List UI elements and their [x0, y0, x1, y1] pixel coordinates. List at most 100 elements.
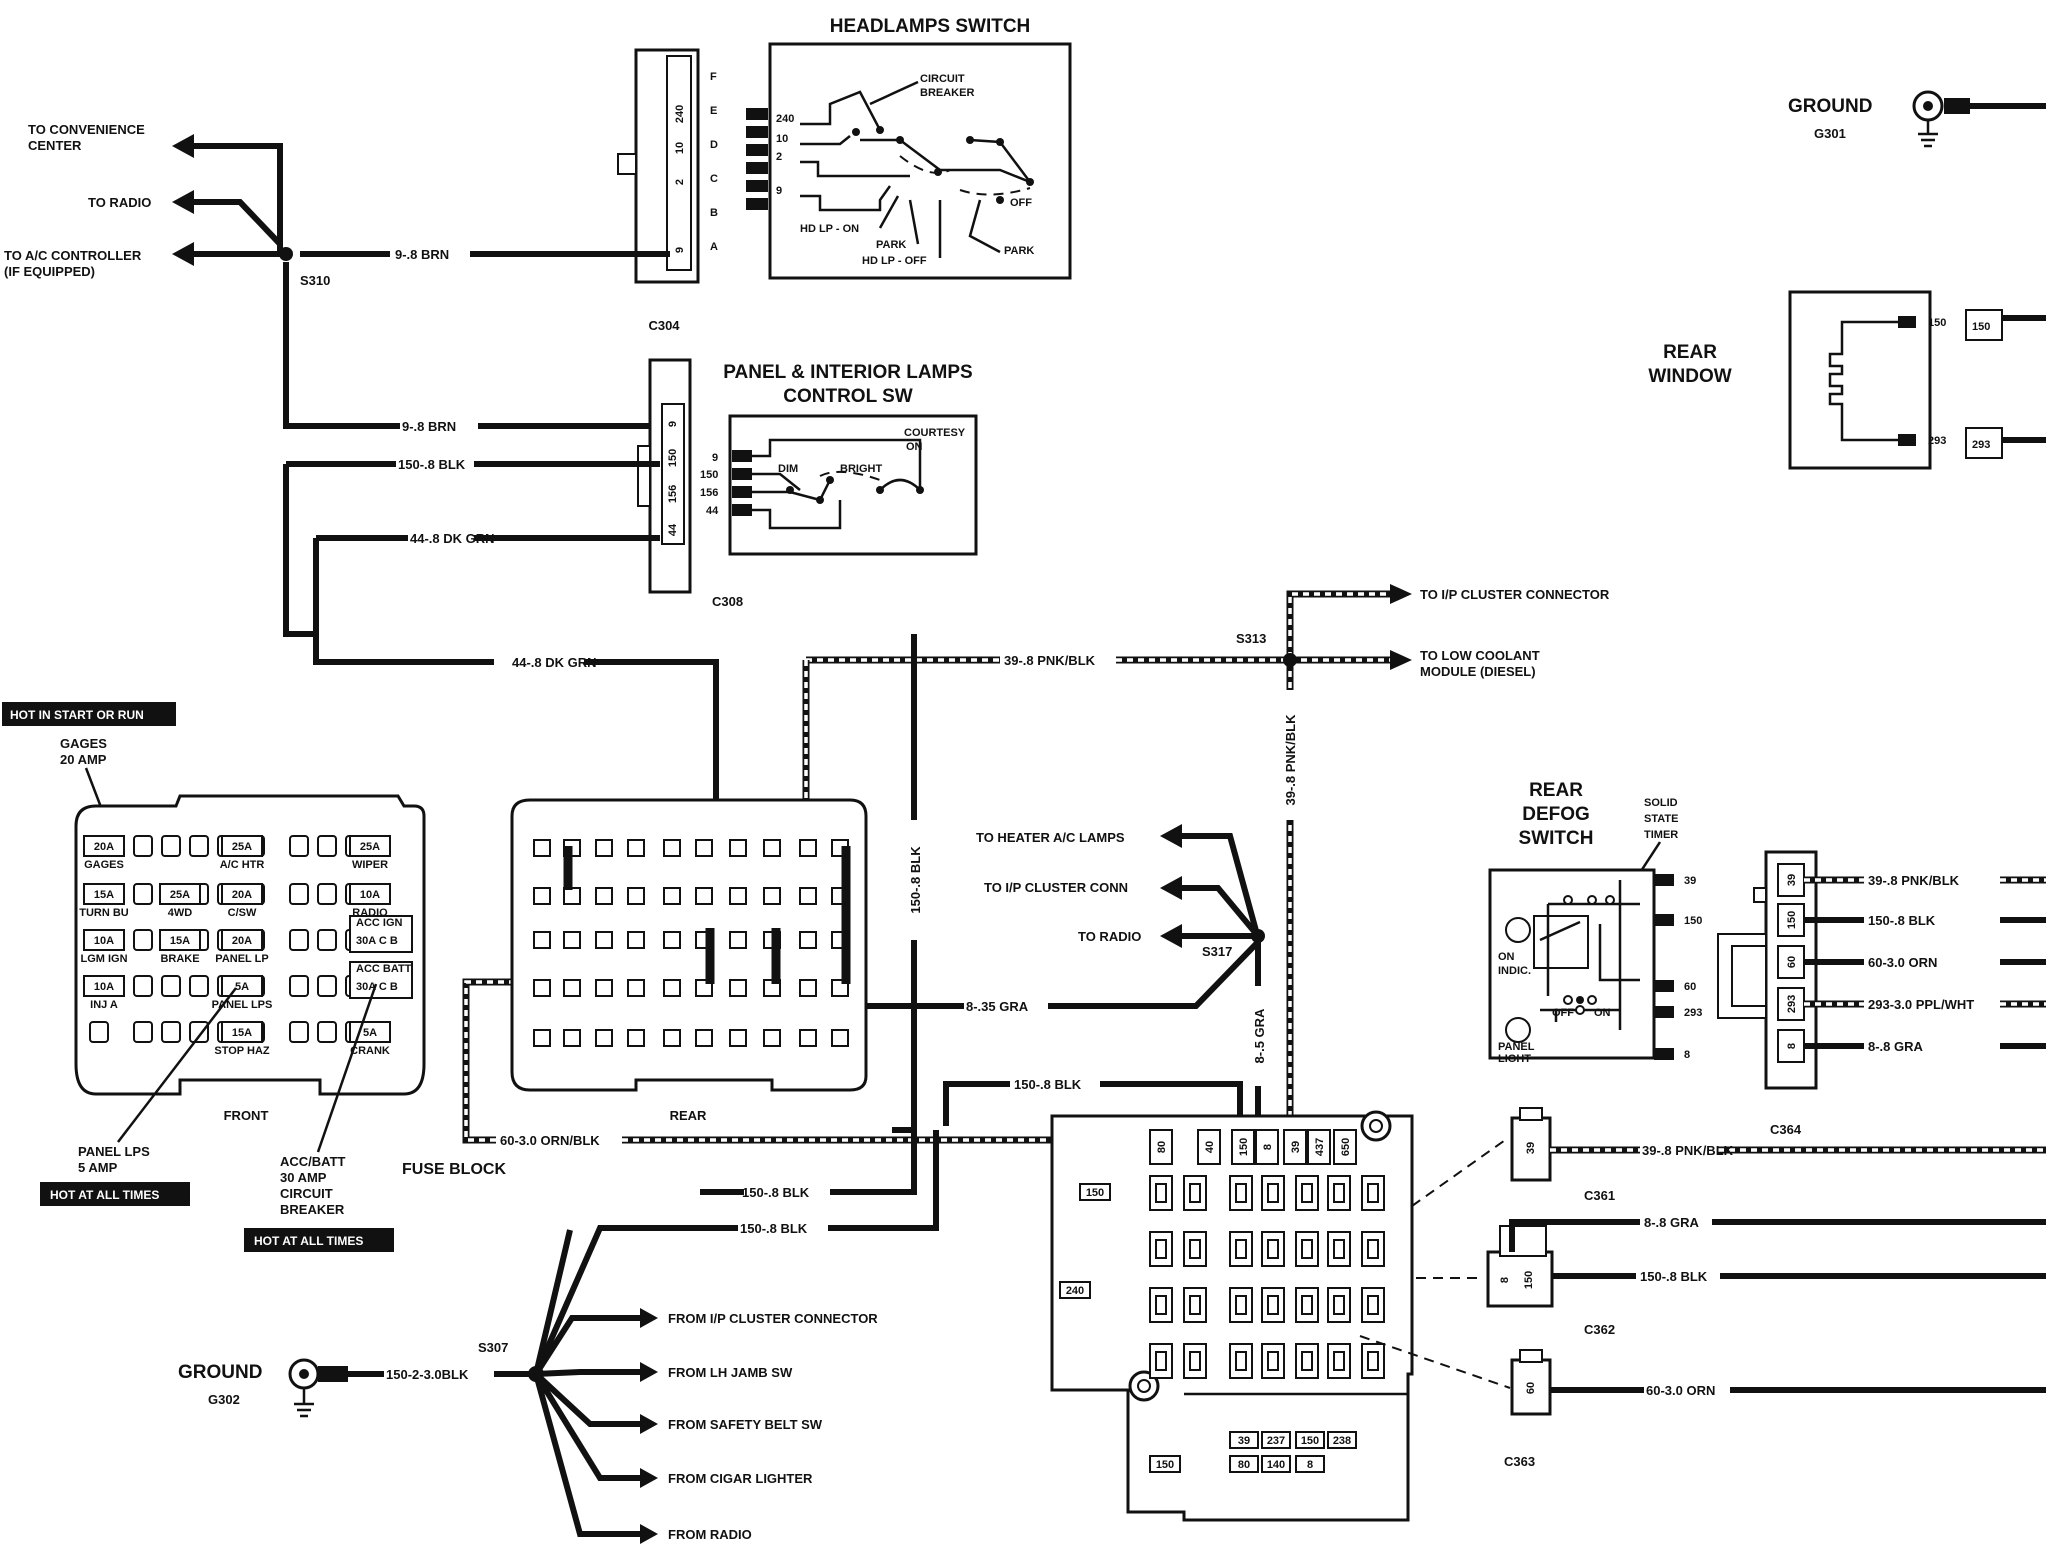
block-top-pin	[1333, 1129, 1357, 1165]
wire-44-dkgrn-a: 44-.8 DK GRN	[410, 531, 495, 546]
rear-window: REAR WINDOW 150 293 150 293	[1648, 290, 2046, 470]
cavity-label: E	[710, 105, 717, 117]
fuse-slot	[317, 835, 337, 857]
fuse-rating: 5A	[363, 1027, 377, 1039]
rear-cavity	[799, 979, 817, 997]
fuse-slot	[133, 1021, 153, 1043]
c364-pin-label: 60	[1786, 956, 1798, 968]
rear-defog-label-2: DEFOG	[1522, 804, 1590, 825]
fuse-name: PANEL LP	[215, 953, 268, 965]
wire-39-pnkblk-a: 39-.8 PNK/BLK	[1004, 653, 1096, 668]
front-label: FRONT	[224, 1108, 269, 1123]
c364-pin-label: 293	[1786, 995, 1798, 1013]
rear-window-conn-150-label: 150	[1972, 321, 1990, 333]
defog-pin	[1654, 980, 1674, 992]
fuse-slot	[317, 1021, 337, 1043]
rear-cavity	[695, 1029, 713, 1047]
hd-lp-on-label: HD LP - ON	[800, 223, 859, 235]
s310-label: S310	[300, 273, 330, 288]
rear-cavity	[831, 1029, 849, 1047]
fuse-name: CRANK	[350, 1045, 390, 1057]
block-bottom-pin	[1229, 1431, 1259, 1449]
rear-cavity	[663, 839, 681, 857]
s317-label: S317	[1202, 944, 1232, 959]
fuse-slot	[289, 835, 309, 857]
rear-cavity	[799, 887, 817, 905]
rear-cavity	[663, 979, 681, 997]
rear-cavity	[663, 1029, 681, 1047]
c364-pin	[1777, 863, 1805, 897]
rear-label: REAR	[670, 1108, 707, 1123]
block-slot-inner	[1267, 1239, 1279, 1259]
fuse-rating: 15A	[232, 1027, 252, 1039]
park-label-2: PARK	[1004, 245, 1034, 257]
block-top-pin-label: 437	[1314, 1138, 1326, 1156]
fuse-block-title: FUSE BLOCK	[402, 1161, 506, 1178]
ground-g301-label: GROUND	[1788, 96, 1872, 117]
panel-light-label-2: LIGHT	[1498, 1053, 1531, 1065]
fuse-slot	[133, 929, 153, 951]
s313-splice	[1283, 653, 1297, 667]
to-convenience-label: TO CONVENIENCE	[28, 122, 145, 137]
fuse-name: STOP HAZ	[214, 1045, 269, 1057]
rear-window-label-2: WINDOW	[1648, 366, 1731, 387]
rear-cavity	[763, 887, 781, 905]
block-top-pin-label: 150	[1238, 1138, 1250, 1156]
c308-pin-150: 150	[667, 449, 679, 467]
c364-wire-label: 60-3.0 ORN	[1868, 955, 1937, 970]
fuse-rating: 5A	[235, 981, 249, 993]
ground-g302-id: G302	[208, 1392, 240, 1407]
c364-wire-label: 293-3.0 PPL/WHT	[1868, 997, 1974, 1012]
from-lh-jamb-label: FROM LH JAMB SW	[668, 1365, 793, 1380]
dim-label: DIM	[778, 463, 798, 475]
fuse-cell	[349, 835, 391, 857]
wire-60-orn-c363: 60-3.0 ORN	[1646, 1383, 1715, 1398]
c308-label: C308	[712, 594, 743, 609]
rear-cavity	[663, 931, 681, 949]
c308-pin-156: 156	[667, 485, 679, 503]
block-slot-inner	[1155, 1239, 1167, 1259]
block-slot-inner	[1189, 1239, 1201, 1259]
fuse-slot	[289, 975, 309, 997]
fuse-cell	[83, 883, 125, 905]
rear-window-pin-150: 150	[1928, 317, 1946, 329]
block-top-pin-label: 39	[1290, 1141, 1302, 1153]
c364-wire-label: 39-.8 PNK/BLK	[1868, 873, 1960, 888]
timer-label-3: TIMER	[1644, 829, 1678, 841]
s310-group: TO CONVENIENCE CENTER TO RADIO TO A/C CO…	[4, 122, 670, 434]
arrow-ip-cluster-conn	[1160, 876, 1182, 900]
block-left-pin-label: 150	[1086, 1187, 1104, 1199]
rear-cavity	[729, 1029, 747, 1047]
headlamps-switch: HEADLAMPS SWITCH F E D C B A 240 10 2 9 …	[617, 16, 1072, 333]
arrow-low-coolant	[1390, 650, 1412, 670]
fuse-name: A/C HTR	[220, 859, 265, 871]
block-bottom-pin	[1229, 1455, 1259, 1473]
c308-pin-44: 44	[667, 523, 679, 536]
bright-label: BRIGHT	[840, 463, 882, 475]
block-slot-inner	[1333, 1239, 1345, 1259]
rear-cavity	[563, 887, 581, 905]
c364-pin-label: 8	[1786, 1043, 1798, 1049]
acc-ign-label: ACC IGN	[356, 917, 403, 929]
block-slot-inner	[1155, 1351, 1167, 1371]
rear-cavity	[533, 1029, 551, 1047]
block-bottom-pin-label: 80	[1238, 1459, 1250, 1471]
fuse-slot	[317, 883, 337, 905]
arrow-heater	[1160, 824, 1182, 848]
fuse-cell	[83, 929, 125, 951]
fuse-cell	[221, 929, 263, 951]
timer-label-2: STATE	[1644, 813, 1678, 825]
arrow-radio	[172, 190, 194, 214]
on-indicator-lamp	[1505, 917, 1531, 943]
c304-pin-9: 9	[674, 247, 686, 253]
rear-cavity	[695, 839, 713, 857]
c362-pin-150: 150	[1523, 1271, 1535, 1289]
switch-pin-44: 44	[706, 505, 719, 517]
defog-pin	[1654, 914, 1674, 926]
wire-8-5-gra: 8-.5 GRA	[1252, 1008, 1267, 1064]
park-label: PARK	[876, 239, 906, 251]
fuse-slot	[133, 883, 153, 905]
courtesy-on-label: ON	[906, 441, 923, 453]
block-slot-inner	[1301, 1351, 1313, 1371]
